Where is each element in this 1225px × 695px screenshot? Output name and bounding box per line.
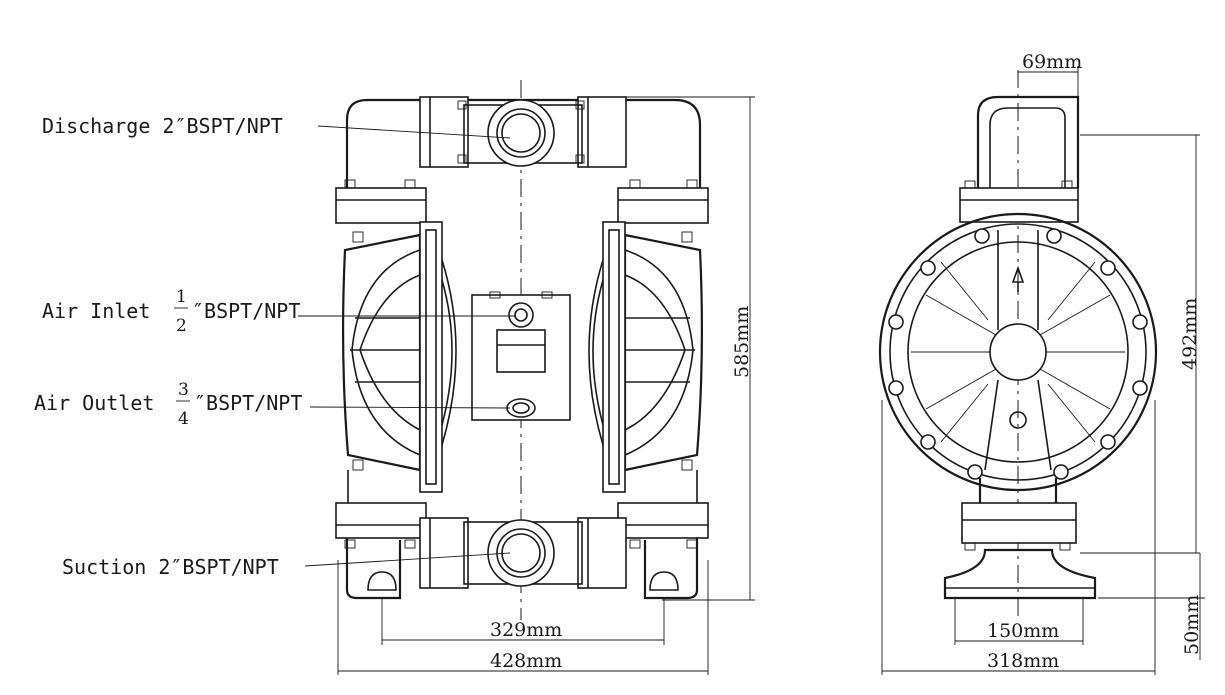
side-top-offset-dimension: 69mm	[1022, 51, 1082, 73]
front-port-spacing-dimension: 329mm	[490, 619, 562, 641]
side-view	[878, 66, 1205, 675]
air-inlet-spec: ″BSPT/NPT	[192, 299, 300, 323]
suction-port-icon	[487, 519, 555, 587]
side-base-height-dimension: 50mm	[1181, 595, 1203, 655]
discharge-port-icon	[487, 99, 555, 167]
front-view	[298, 80, 755, 675]
side-width-dimension: 318mm	[987, 650, 1059, 672]
air-outlet-fraction-den: 4	[178, 409, 189, 429]
side-height-dimension: 492mm	[1179, 298, 1201, 370]
air-inlet-callout: Air Inlet 1 2 ″BSPT/NPT	[42, 287, 300, 336]
suction-callout: Suction 2″BSPT/NPT	[62, 555, 279, 579]
air-inlet-fraction-den: 2	[176, 316, 187, 336]
front-height-dimension: 585mm	[731, 306, 753, 378]
air-outlet-port-icon	[506, 398, 536, 418]
discharge-callout: Discharge 2″BSPT/NPT	[42, 114, 283, 138]
bolt-icon	[888, 228, 1148, 480]
air-outlet-spec: ″BSPT/NPT	[194, 391, 302, 415]
front-width-dimension: 428mm	[490, 650, 562, 672]
air-inlet-fraction-num: 1	[176, 287, 187, 307]
air-outlet-fraction-num: 3	[178, 380, 189, 400]
air-outlet-callout: Air Outlet 3 4 ″BSPT/NPT	[34, 380, 302, 429]
side-base-inner-dimension: 150mm	[987, 620, 1059, 642]
air-inlet-label: Air Inlet	[42, 299, 150, 323]
air-outlet-label: Air Outlet	[34, 391, 154, 415]
air-inlet-port-icon	[508, 302, 534, 328]
